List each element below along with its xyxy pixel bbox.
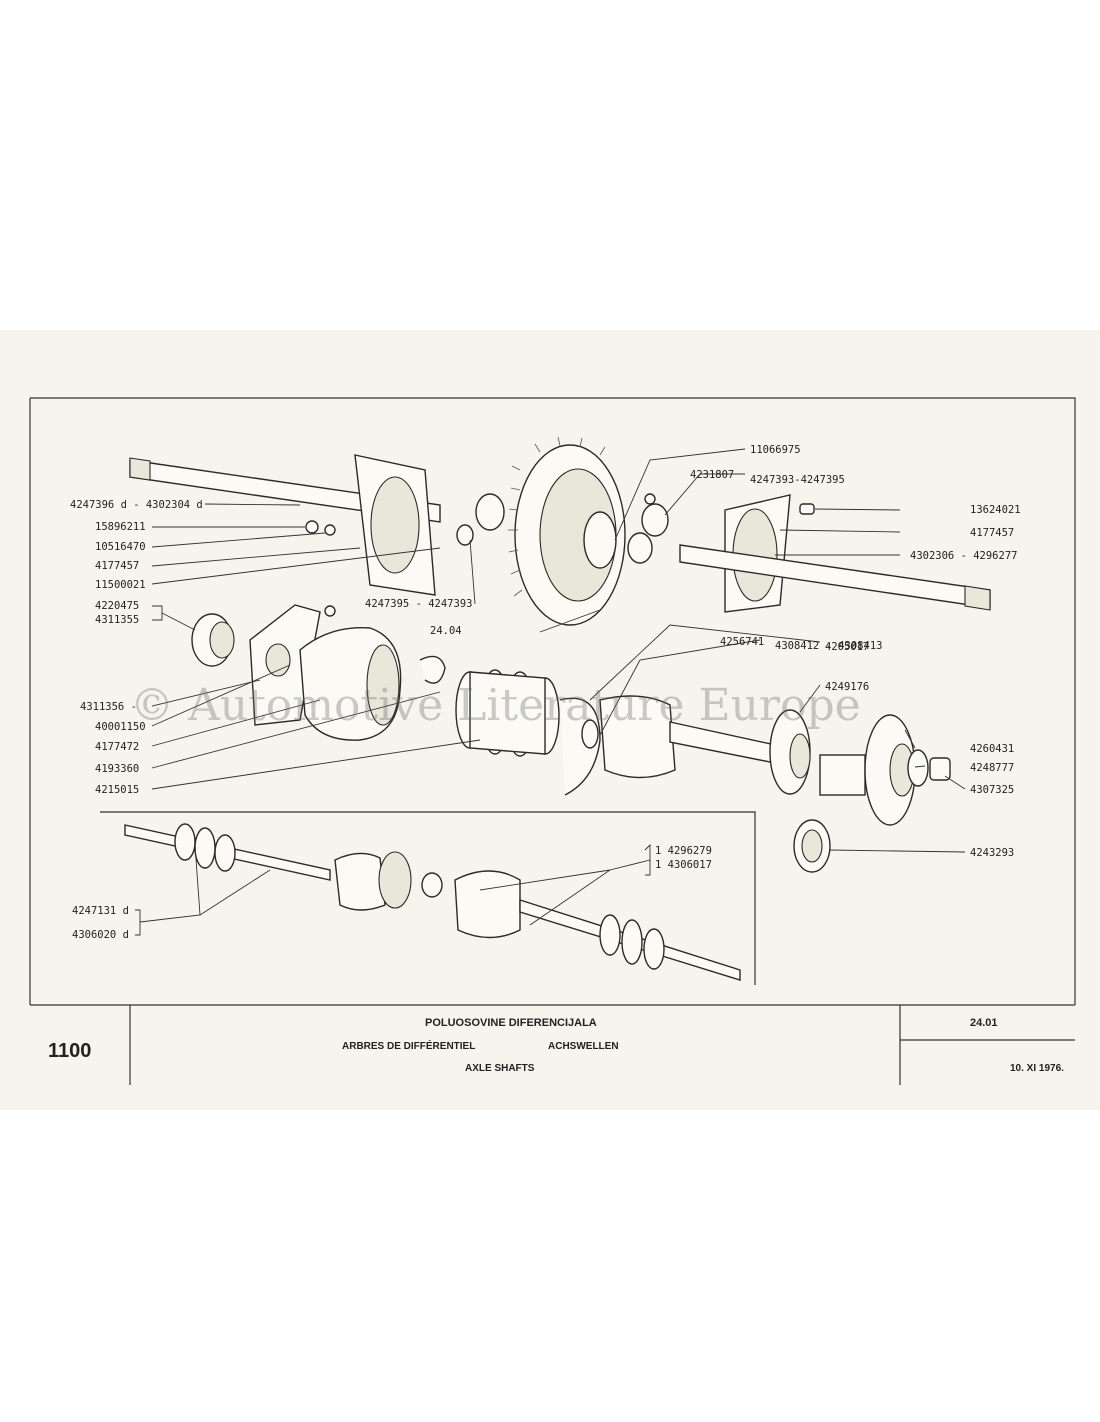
label-4256741: 4256741 [720,636,764,648]
label-4249176: 4249176 [825,681,869,693]
label-4247131: 4247131 d [72,905,129,917]
washer-4248777 [907,749,929,787]
label-4231807: 4231807 [690,469,734,481]
label-4311356: 4311356 - [80,701,137,713]
sheet-number: 24.01 [970,1017,998,1029]
side-gear-left [475,493,505,531]
clip-ring [581,719,599,749]
label-4177457-right: 4177457 [970,527,1014,539]
upper-assembly [129,436,991,626]
label-4215015: 4215015 [95,784,139,796]
right-shaft-spline [964,585,991,611]
clamp-ring [419,655,446,684]
title-german: ACHSWELLEN [548,1041,619,1052]
label-4306017: 1 4306017 [655,859,712,871]
label-40001150: 40001150 [95,721,146,733]
pinion-shaft-end [456,524,474,546]
left-shaft-boot [174,823,236,872]
plate-bore [265,643,291,677]
bearing-bore [789,733,811,779]
title-croatian: POLUOSOVINE DIFERENCIJALA [425,1017,597,1029]
seal-bore [801,829,823,863]
leader-lines [135,448,966,936]
watermark: © Automotive Literature Europe [130,680,861,731]
right-shaft-joint [454,870,521,939]
label-4308412: 4308412 - 4308413 [775,640,882,652]
nut-15896211 [305,520,319,534]
label-4247395: 4247395 - 4247393 [365,598,472,610]
label-15896211: 15896211 [95,521,146,533]
part-number-labels: 4247396 d - 4302304 d 15896211 10516470 … [70,444,1021,941]
ring-gear-teeth [508,436,606,597]
title-block: 1100 POLUOSOVINE DIFERENCIJALA ARBRES DE… [30,1004,1075,1085]
left-shaft-spline [129,457,151,481]
label-4220475: 4220475 [95,600,139,612]
label-4247393: 4247393-4247395 [750,474,845,486]
label-4243293: 4243293 [970,847,1014,859]
label-4177457-left: 4177457 [95,560,139,572]
issue-date: 10. XI 1976. [1010,1063,1064,1074]
rubber-boot [455,669,560,757]
label-4260431: 4260431 [970,743,1014,755]
frame-top [30,397,1076,1005]
label-10516470: 10516470 [95,541,146,553]
tripod-spider [421,872,443,898]
circlip-4231807 [644,493,656,505]
label-4307325: 4307325 [970,784,1014,796]
lower-assembly [124,823,741,981]
label-11066975: 11066975 [750,444,801,456]
hub-sleeve [819,754,866,796]
label-4311355: 4311355 [95,614,139,626]
label-4302306: 4302306 - 4296277 [910,550,1017,562]
label-4296279: 1 4296279 [655,845,712,857]
inset-frame [100,811,756,985]
title-english: AXLE SHAFTS [465,1063,535,1074]
washer-10516470 [324,524,336,536]
label-4248777: 4248777 [970,762,1014,774]
label-2404: 24.04 [430,625,462,637]
label-4306020: 4306020 d [72,929,129,941]
label-4177472: 4177472 [95,741,139,753]
middle-assembly [191,604,951,873]
label-4247396: 4247396 d - 4302304 d [70,499,203,511]
left-flange-bore [370,476,420,574]
right-shaft-boot [599,914,665,970]
label-4205017: 4205017 [825,641,869,653]
bushing-bore [209,621,235,659]
nut-4307325 [929,757,951,781]
left-shaft-flange [378,851,412,909]
label-13624021: 13624021 [970,504,1021,516]
left-shaft-joint [334,852,386,911]
planet-pinion [627,532,653,564]
bolt-head [324,605,336,617]
title-french: ARBRES DE DIFFÉRENTIEL [342,1039,475,1052]
side-gear-right [641,503,669,537]
differential-carrier [583,511,617,569]
inner-joint [599,695,676,779]
label-4193360: 4193360 [95,763,139,775]
bolt-13624021 [799,503,815,515]
label-11500021: 11500021 [95,579,146,591]
model-number: 1100 [48,1040,91,1062]
